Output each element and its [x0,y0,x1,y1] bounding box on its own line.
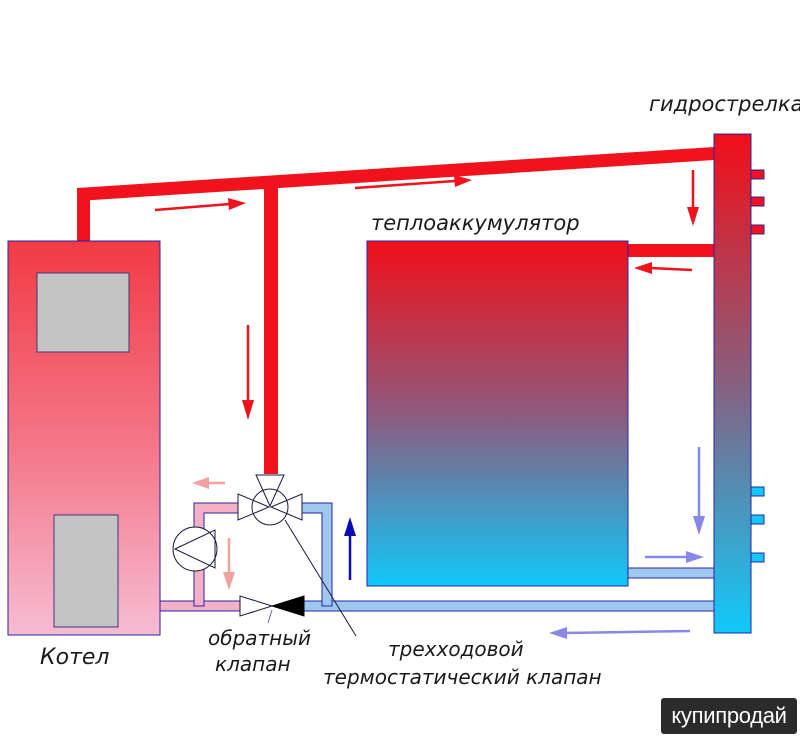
valve-left-wedge [237,493,271,521]
check-valve [239,595,305,617]
arrow-right-icon [354,175,472,190]
check-valve-right [270,595,305,617]
pump-triangle [173,529,216,569]
supply-pipes [77,147,714,474]
supply-riser-boiler [77,188,90,244]
arrow-right-icon [645,551,704,563]
arrow-up-icon [344,517,356,580]
arrow-left-icon [634,262,693,274]
label-check-valve-line2: клапан [215,652,291,676]
boiler [7,240,161,636]
hydro-outlet-red-3 [750,224,765,235]
label-three-way-line2: термостатический клапан [323,665,602,689]
three-way-valve [237,474,303,526]
arrow-down-icon [693,447,705,535]
arrow-left-icon [192,477,225,489]
circulation-pump [172,526,218,572]
check-valve-left [239,595,274,617]
arrow-down-icon [242,325,254,420]
arrow-right-icon [154,198,246,212]
valve-top-wedge [255,474,285,508]
hydro-outlet-blue-3 [750,552,765,563]
watermark-logo: купипродай [661,698,797,734]
hydraulic-separator [713,133,765,634]
valve-actuator-circle [251,488,289,526]
valve-right-wedge [269,493,303,521]
arrow-down-icon [223,538,235,590]
hydro-outlet-red-2 [750,196,765,207]
leader-line-three-way [284,519,357,637]
boiler-bottom-door [53,514,119,628]
label-three-way-line1: трехходовой [388,637,524,661]
return-pipe-accumulator [627,567,715,579]
supply-drop-to-valve [264,184,278,474]
label-hydro-arrow: гидрострелка [649,92,800,116]
supply-to-accumulator [628,244,714,257]
hydro-outlet-red-1 [750,169,765,180]
label-check-valve-line1: обратный [208,626,311,650]
hydraulic-separator-body [713,133,752,634]
boiler-top-door [36,272,130,353]
hydro-outlet-blue-1 [750,486,765,497]
pump-circle [172,526,218,572]
hydro-outlet-blue-2 [750,514,765,525]
arrow-left-icon [549,627,691,639]
return-pipe-bottom [295,600,715,612]
heat-accumulator-tank [366,240,629,587]
flow-arrows [154,170,705,639]
arrow-down-icon [687,170,699,226]
leader-line-check-valve [267,609,273,624]
label-heat-accumulator: теплоаккумулятор [371,211,580,235]
supply-main-pipe [77,147,714,201]
label-boiler: Котел [40,645,110,670]
